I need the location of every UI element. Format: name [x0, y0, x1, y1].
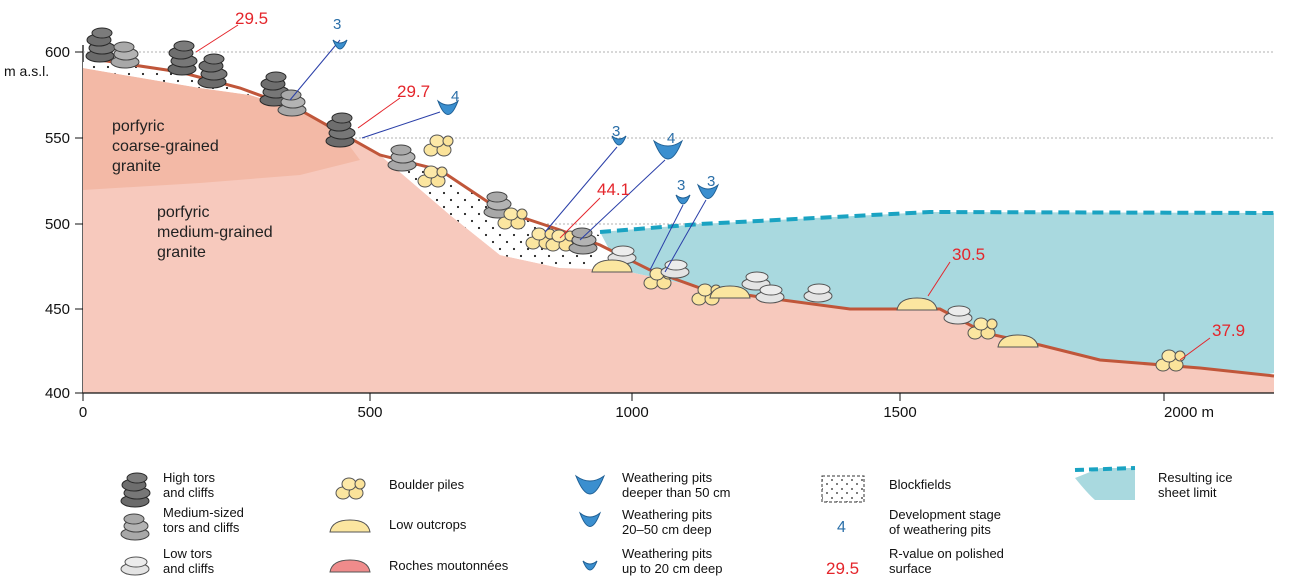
- legend-medium-tors-icon: [120, 513, 150, 541]
- pit-stage-label: 3: [677, 177, 685, 194]
- legend-low-outcrops: Low outcrops: [389, 517, 467, 532]
- r-value-label: 44.1: [597, 180, 630, 199]
- legend-pits-deep-icon: [575, 475, 605, 495]
- weathering-pits: 3 4 3 4 3 3: [289, 16, 719, 273]
- medium-tor: [110, 41, 140, 69]
- legend-ice-line-icon: [1074, 466, 1136, 472]
- bedrock-coarse-granite: [83, 68, 360, 190]
- r-value-label: 30.5: [952, 245, 985, 264]
- pit-stage-label: 3: [707, 173, 715, 190]
- legend-high-tors-line1: High tors: [163, 470, 216, 485]
- legend-pits-deep-line1: Weathering pits: [622, 470, 713, 485]
- r-value-label: 29.7: [397, 82, 430, 101]
- r-value-label: 37.9: [1212, 321, 1245, 340]
- medium-tor: [277, 89, 307, 117]
- r-values: 29.5 29.7 44.1 30.5 37.9: [195, 9, 1245, 361]
- weathering-pit-small: [675, 194, 691, 205]
- ice-sheet-limit-line: [599, 209, 1275, 234]
- blockfield-dots: [83, 60, 600, 268]
- legend-rvalue-line1: R-value on polished: [889, 546, 1004, 561]
- medium-granite-label-2: medium-grained: [157, 224, 273, 241]
- legend-low-tors-icon: [120, 556, 150, 576]
- legend-pits-small-line1: Weathering pits: [622, 546, 713, 561]
- x-tick-0: 0: [79, 404, 87, 421]
- legend-rvalue-number: 29.5: [826, 559, 859, 578]
- y-tick-550: 550: [45, 130, 70, 147]
- x-tick-1000: 1000: [615, 404, 648, 421]
- medium-granite-label-3: granite: [157, 244, 206, 261]
- legend-dev-stage-number: 4: [837, 519, 846, 536]
- coarse-granite-label-3: granite: [112, 158, 161, 175]
- r-value-label: 29.5: [235, 9, 268, 28]
- high-tor: [325, 112, 356, 148]
- legend-low-tors-line2: and cliffs: [163, 561, 215, 576]
- legend-ice-area-icon: [1075, 468, 1135, 500]
- legend-roches-icon: [329, 559, 371, 573]
- coarse-granite-label-1: porfyric: [112, 118, 164, 135]
- y-tick-400: 400: [45, 385, 70, 402]
- legend-medium-tors-line2: tors and cliffs: [163, 520, 240, 535]
- pit-stage-label: 3: [333, 16, 341, 33]
- legend-pits-mid-line2: 20–50 cm deep: [622, 522, 712, 537]
- legend-dev-stage-line2: of weathering pits: [889, 522, 991, 537]
- y-axis: 600 m a.s.l. 550 500 450 400: [4, 44, 84, 402]
- legend: High tors and cliffs Medium-sized tors a…: [120, 466, 1232, 578]
- legend-boulder-piles: Boulder piles: [389, 477, 465, 492]
- legend-ice-line2: sheet limit: [1158, 485, 1217, 500]
- ice-sheet-area: [600, 212, 1274, 376]
- legend-low-outcrops-icon: [329, 519, 371, 533]
- legend-boulder-piles-icon: [335, 477, 366, 500]
- pit-stage-label: 3: [612, 123, 620, 140]
- legend-high-tors-line2: and cliffs: [163, 485, 215, 500]
- legend-roches: Roches moutonnées: [389, 558, 509, 573]
- y-tick-600: 600: [45, 44, 70, 61]
- pit-stage-label: 4: [667, 130, 675, 147]
- medium-tor: [568, 227, 598, 255]
- legend-medium-tors-line1: Medium-sized: [163, 505, 244, 520]
- legend-pits-small-line2: up to 20 cm deep: [622, 561, 722, 576]
- x-axis: 0 500 1000 1500 2000 m: [79, 392, 1274, 421]
- y-axis-unit: m a.s.l.: [4, 63, 49, 79]
- legend-pits-mid-icon: [579, 512, 601, 527]
- x-tick-1500: 1500: [883, 404, 916, 421]
- y-tick-500: 500: [45, 216, 70, 233]
- legend-rvalue-line2: surface: [889, 561, 932, 576]
- pit-stage-label: 4: [451, 88, 459, 105]
- legend-pits-mid-line1: Weathering pits: [622, 507, 713, 522]
- bedrock-medium-granite: [83, 68, 1274, 393]
- legend-pits-small-icon: [582, 560, 598, 571]
- high-tor: [85, 27, 116, 63]
- legend-blockfields-icon: [821, 475, 865, 503]
- coarse-granite-label-2: coarse-grained: [112, 138, 219, 155]
- legend-pits-deep-line2: deeper than 50 cm: [622, 485, 730, 500]
- weathering-pit-small: [332, 39, 348, 50]
- legend-high-tors-icon: [120, 472, 151, 508]
- high-tor: [167, 40, 198, 76]
- legend-low-tors-line1: Low tors: [163, 546, 213, 561]
- medium-tor: [387, 144, 417, 172]
- legend-ice-line1: Resulting ice: [1158, 470, 1232, 485]
- y-tick-450: 450: [45, 301, 70, 318]
- medium-granite-label-1: porfyric: [157, 204, 209, 221]
- high-tor: [197, 53, 228, 89]
- legend-dev-stage-line1: Development stage: [889, 507, 1001, 522]
- x-tick-500: 500: [357, 404, 382, 421]
- x-tick-2000: 2000 m: [1164, 404, 1214, 421]
- legend-blockfields: Blockfields: [889, 477, 952, 492]
